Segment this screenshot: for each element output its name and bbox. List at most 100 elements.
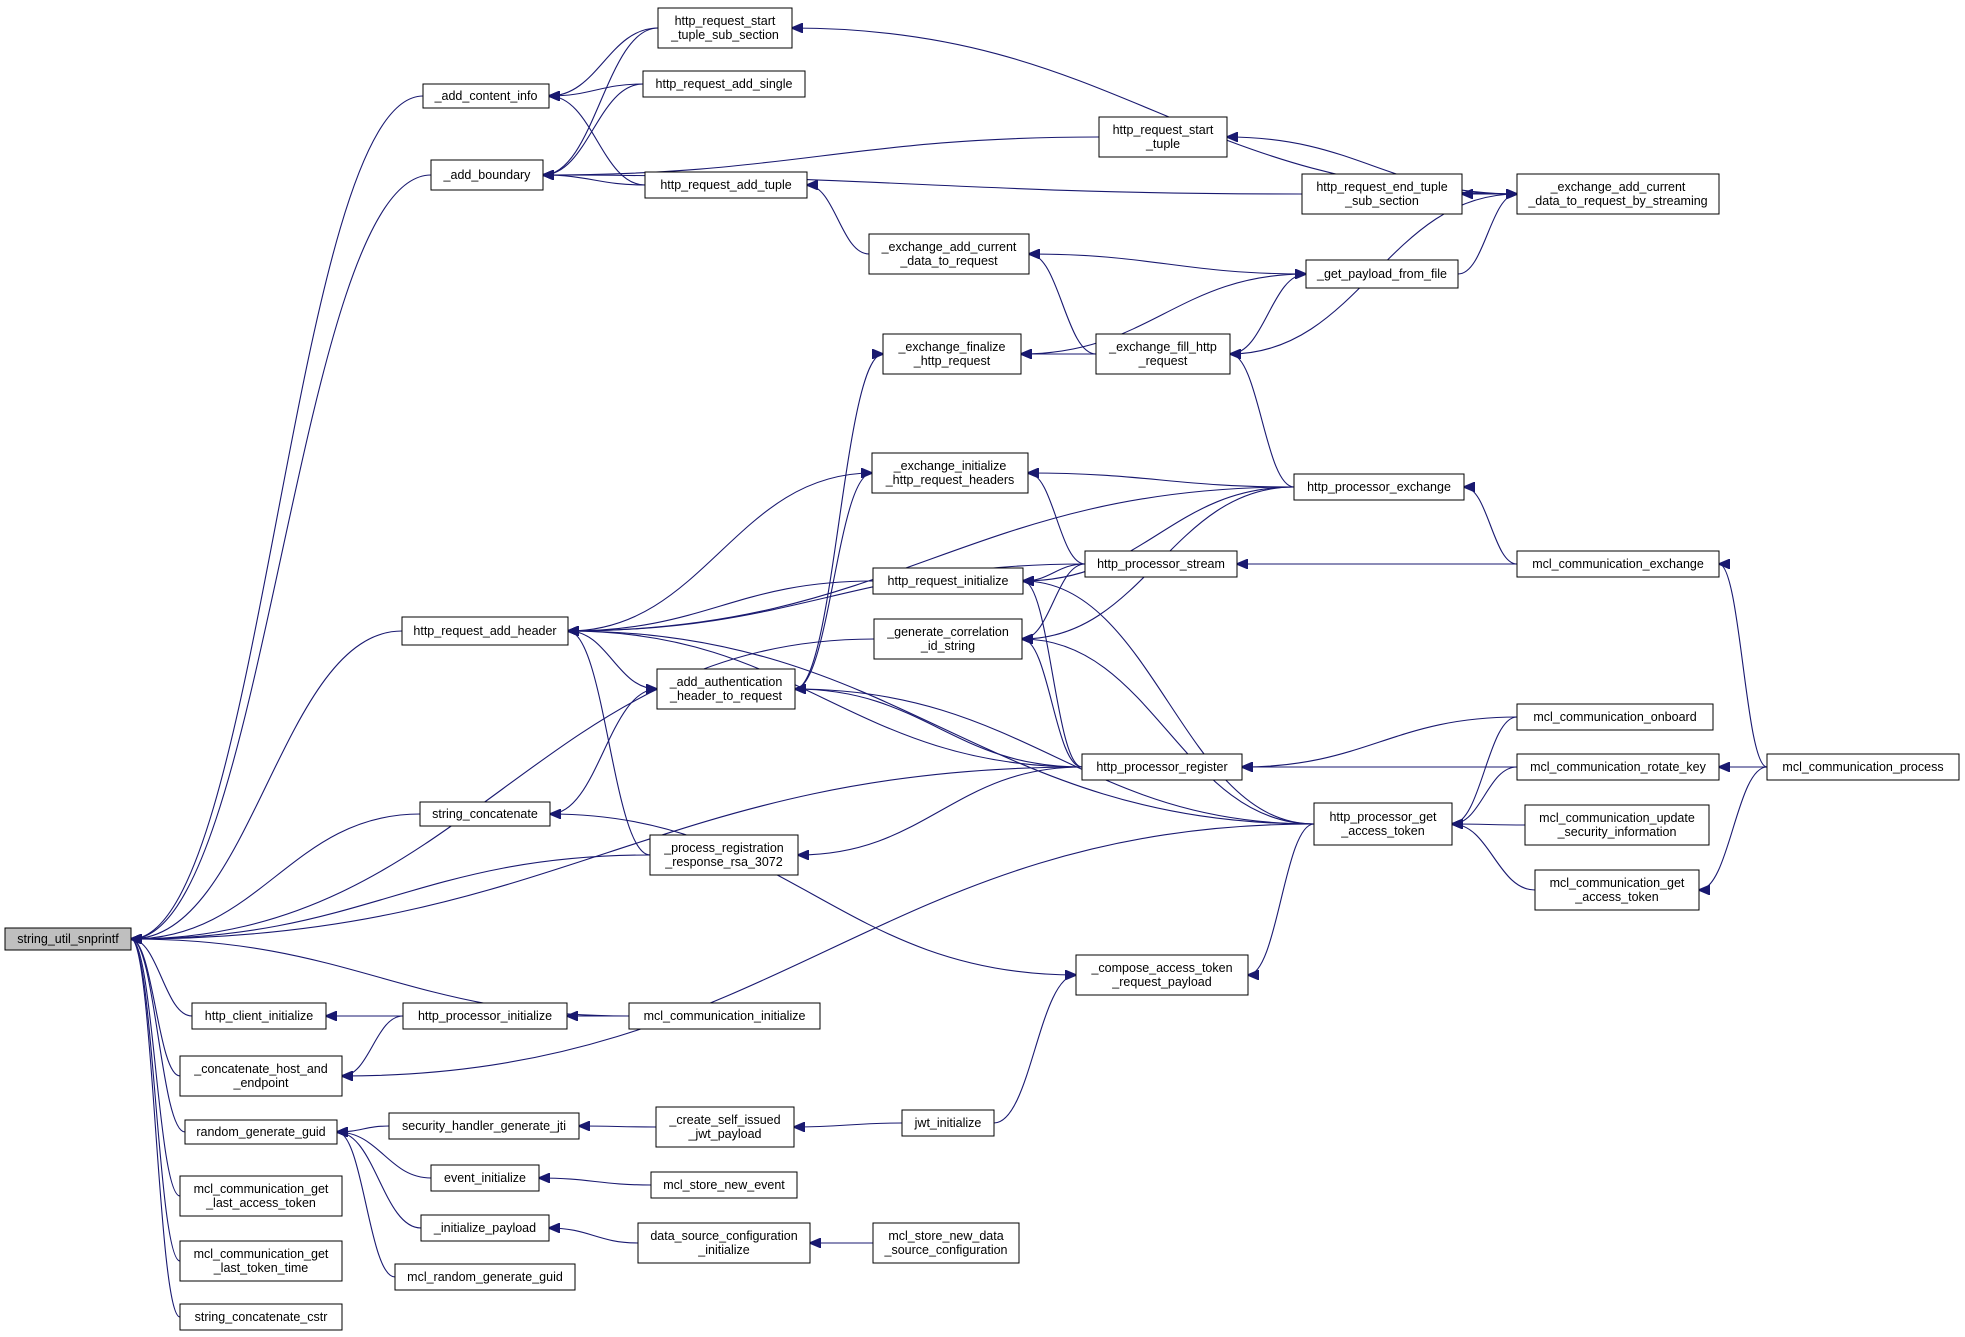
edge-concat_host-to-root — [131, 939, 181, 1077]
node-hp-stream[interactable]: http_processor_stream — [1084, 550, 1238, 578]
edge-hp_get_token-to-compose_token — [1248, 823, 1315, 975]
node-str-concat[interactable]: string_concatenate — [419, 801, 551, 827]
node-hr-initialize[interactable]: http_request_initialize — [872, 567, 1024, 595]
node-jwt-init[interactable]: jwt_initialize — [901, 1109, 995, 1137]
node-label: mcl_communication_update — [1539, 811, 1695, 825]
node-ds-config[interactable]: data_source_configuration_initialize — [637, 1222, 811, 1264]
node-mcl-onboard[interactable]: mcl_communication_onboard — [1516, 703, 1714, 731]
node-label: _sub_section — [1344, 194, 1419, 208]
node-ex-fill[interactable]: _exchange_fill_http_request — [1095, 333, 1231, 375]
edge-str_concat-to-root — [131, 813, 421, 939]
node-rand-guid[interactable]: random_generate_guid — [184, 1119, 338, 1145]
edge-add_content_info-to-root — [131, 95, 424, 939]
edge-hr_add_tuple-to-add_content_info — [549, 96, 646, 186]
edge-hp_register-to-hr_add_header — [568, 631, 1083, 768]
node-label: mcl_store_new_event — [663, 1178, 785, 1192]
node-box — [430, 159, 544, 191]
node-hp-register[interactable]: http_processor_register — [1081, 753, 1243, 781]
node-ex-add-stream[interactable]: _exchange_add_current_data_to_request_by… — [1516, 173, 1720, 215]
node-self-issued[interactable]: _create_self_issued_jwt_payload — [655, 1106, 795, 1148]
edge-hp_get_token-to-concat_host — [342, 823, 1315, 1076]
node-mcl-rand-guid[interactable]: mcl_random_generate_guid — [394, 1263, 576, 1291]
node-box — [1098, 116, 1228, 158]
node-box — [872, 1222, 1020, 1264]
edge-str_concat-to-add_auth — [549, 689, 657, 815]
node-label: http_request_start — [1113, 123, 1214, 137]
node-box — [642, 70, 806, 98]
node-hp-init[interactable]: http_processor_initialize — [402, 1002, 568, 1030]
node-box — [1516, 173, 1720, 215]
node-mcl-update-sec[interactable]: mcl_communication_update_security_inform… — [1524, 804, 1710, 846]
node-gen-corr[interactable]: _generate_correlation_id_string — [873, 618, 1023, 660]
node-mcl-store-event[interactable]: mcl_store_new_event — [650, 1171, 798, 1199]
node-hp-exchange[interactable]: http_processor_exchange — [1293, 473, 1465, 501]
node-add-auth[interactable]: _add_authentication_header_to_request — [656, 668, 796, 710]
node-label: _add_boundary — [443, 168, 532, 182]
node-box — [1293, 473, 1465, 501]
node-box — [394, 1263, 576, 1291]
node-get-payload[interactable]: _get_payload_from_file — [1305, 259, 1459, 289]
node-label: http_processor_get — [1329, 810, 1437, 824]
node-ex-init-headers[interactable]: _exchange_initialize_http_request_header… — [871, 452, 1029, 494]
node-label: mcl_communication_exchange — [1532, 557, 1704, 571]
edge-ex_init_headers-to-hr_add_header — [568, 472, 873, 631]
edge-hr_start_tuple-to-add_boundary — [543, 136, 1100, 175]
node-label: _add_content_info — [434, 89, 538, 103]
node-hr-add-tuple[interactable]: http_request_add_tuple — [644, 171, 808, 199]
node-ex-finalize[interactable]: _exchange_finalize_http_request — [882, 333, 1022, 375]
node-sec-jti[interactable]: security_handler_generate_jti — [388, 1112, 580, 1140]
edge-hr_add_single-to-add_content_info — [549, 83, 644, 96]
node-hc-init[interactable]: http_client_initialize — [191, 1002, 327, 1030]
node-hr-add-header[interactable]: http_request_add_header — [401, 616, 569, 646]
node-label: _security_information — [1557, 825, 1677, 839]
edge-sec_jti-to-rand_guid — [337, 1125, 390, 1132]
edge-str_concat_cstr-to-root — [131, 939, 181, 1318]
node-mcl-rotate[interactable]: mcl_communication_rotate_key — [1516, 753, 1720, 781]
edge-mcl_last_token-to-root — [131, 939, 181, 1197]
node-label: _last_access_token — [205, 1196, 316, 1210]
edge-mcl_rand_guid-to-rand_guid — [337, 1132, 396, 1278]
edge-hp_register-to-gen_corr — [1022, 639, 1083, 768]
node-label: http_processor_register — [1096, 760, 1227, 774]
node-mcl-init[interactable]: mcl_communication_initialize — [628, 1002, 821, 1030]
edge-hp_init-to-concat_host — [342, 1015, 404, 1076]
node-event-init[interactable]: event_initialize — [430, 1164, 540, 1192]
node-hp-get-token[interactable]: http_processor_get_access_token — [1313, 802, 1453, 846]
edge-mcl_get_token-to-hp_get_token — [1452, 824, 1536, 891]
node-label: _tuple — [1145, 137, 1180, 151]
node-box — [1524, 804, 1710, 846]
node-hr-add-single[interactable]: http_request_add_single — [642, 70, 806, 98]
node-root[interactable]: string_util_snprintf — [4, 927, 132, 951]
node-label: _access_token — [1340, 824, 1424, 838]
node-label: _access_token — [1574, 890, 1658, 904]
node-ex-add-current[interactable]: _exchange_add_current_data_to_request — [868, 233, 1030, 275]
node-box — [873, 618, 1023, 660]
node-mcl-get-token[interactable]: mcl_communication_get_access_token — [1534, 869, 1700, 911]
node-mcl-comm-exchange[interactable]: mcl_communication_exchange — [1516, 550, 1720, 578]
node-label: mcl_communication_onboard — [1533, 710, 1696, 724]
edge-mcl_last_time-to-root — [131, 939, 181, 1262]
node-proc-reg[interactable]: _process_registration_response_rsa_3072 — [649, 834, 799, 876]
node-box — [628, 1002, 821, 1030]
node-add-content-info[interactable]: _add_content_info — [422, 83, 550, 109]
node-box — [871, 452, 1029, 494]
node-mcl-last-token[interactable]: mcl_communication_get_last_access_token — [179, 1175, 343, 1217]
node-label: _process_registration — [663, 841, 784, 855]
node-hr-start-tuple-sub[interactable]: http_request_start_tuple_sub_section — [657, 7, 793, 49]
node-add-boundary[interactable]: _add_boundary — [430, 159, 544, 191]
node-mcl-last-time[interactable]: mcl_communication_get_last_token_time — [179, 1240, 343, 1282]
node-mcl-store-ds[interactable]: mcl_store_new_data_source_configuration — [872, 1222, 1020, 1264]
node-mcl-process[interactable]: mcl_communication_process — [1766, 753, 1960, 781]
node-box — [901, 1109, 995, 1137]
node-init-payload[interactable]: _initialize_payload — [420, 1214, 550, 1242]
node-label: string_concatenate — [432, 807, 538, 821]
node-hr-start-tuple[interactable]: http_request_start_tuple — [1098, 116, 1228, 158]
node-str-concat-cstr[interactable]: string_concatenate_cstr — [179, 1303, 343, 1331]
node-label: _compose_access_token — [1090, 961, 1232, 975]
edge-get_payload-to-ex_add_stream — [1457, 194, 1517, 275]
node-concat-host[interactable]: _concatenate_host_and_endpoint — [179, 1055, 343, 1097]
node-compose-token[interactable]: _compose_access_token_request_payload — [1075, 954, 1249, 996]
node-label: event_initialize — [444, 1171, 526, 1185]
node-hr-end-tuple-sub[interactable]: http_request_end_tuple_sub_section — [1301, 173, 1463, 215]
